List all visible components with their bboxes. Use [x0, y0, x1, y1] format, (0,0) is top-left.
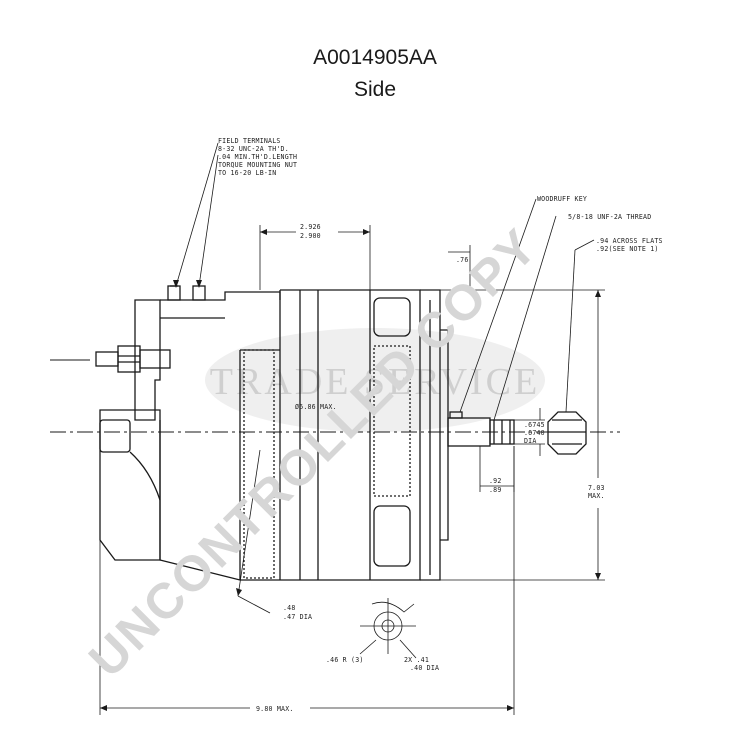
shaft-dia-upper: .6745 [524, 421, 545, 429]
across-flats-line2: .92(SEE NOTE 1) [596, 245, 659, 253]
field-terminals-line3: .04 MIN.TH'D.LENGTH [218, 153, 297, 161]
view-subtitle: Side [353, 78, 397, 101]
shaft-dia-suffix: DIA [524, 437, 537, 445]
hole-dia-lower: .47 DIA [283, 613, 312, 621]
mount-hole-lower: .40 DIA [410, 664, 439, 672]
top-width-upper: 2.926 [300, 223, 321, 231]
field-terminals-line1: FIELD TERMINALS [218, 137, 281, 145]
dimension-lines [99, 142, 605, 715]
body-diameter: Ø6.86 MAX. [295, 403, 337, 411]
across-flats-line1: .94 ACROSS FLATS [596, 237, 663, 245]
top-width-lower: 2.900 [300, 232, 321, 240]
flange-dim: .76 [456, 256, 469, 264]
shaft-length-upper: .92 [489, 477, 502, 485]
woodruff-key-label: WOODRUFF KEY [537, 195, 587, 203]
thread-label: 5/8-18 UNF-2A THREAD [568, 213, 651, 221]
overall-length: 9.80 MAX. [256, 705, 294, 713]
alternator-outline [50, 285, 620, 581]
mount-hole-upper: 2X .41 [404, 656, 429, 664]
field-terminals-line5: TO 16-20 LB-IN [218, 169, 276, 177]
field-terminals-line2: 8-32 UNC-2A TH'D. [218, 145, 289, 153]
shaft-dia-lower: .6740 [524, 429, 545, 437]
height-suffix: MAX. [588, 492, 605, 500]
part-number-title: A0014905AA [313, 46, 437, 69]
mount-radius: .46 R (3) [326, 656, 364, 664]
arrowheads [100, 229, 601, 711]
field-terminals-line4: TORQUE MOUNTING NUT [218, 161, 297, 169]
uncontrolled-copy-stamp: UNCONTROLLED COPY [78, 218, 548, 688]
shaft-length-lower: .89 [489, 486, 502, 494]
hole-dia-upper: .48 [283, 604, 296, 612]
height-value: 7.03 [588, 484, 605, 492]
